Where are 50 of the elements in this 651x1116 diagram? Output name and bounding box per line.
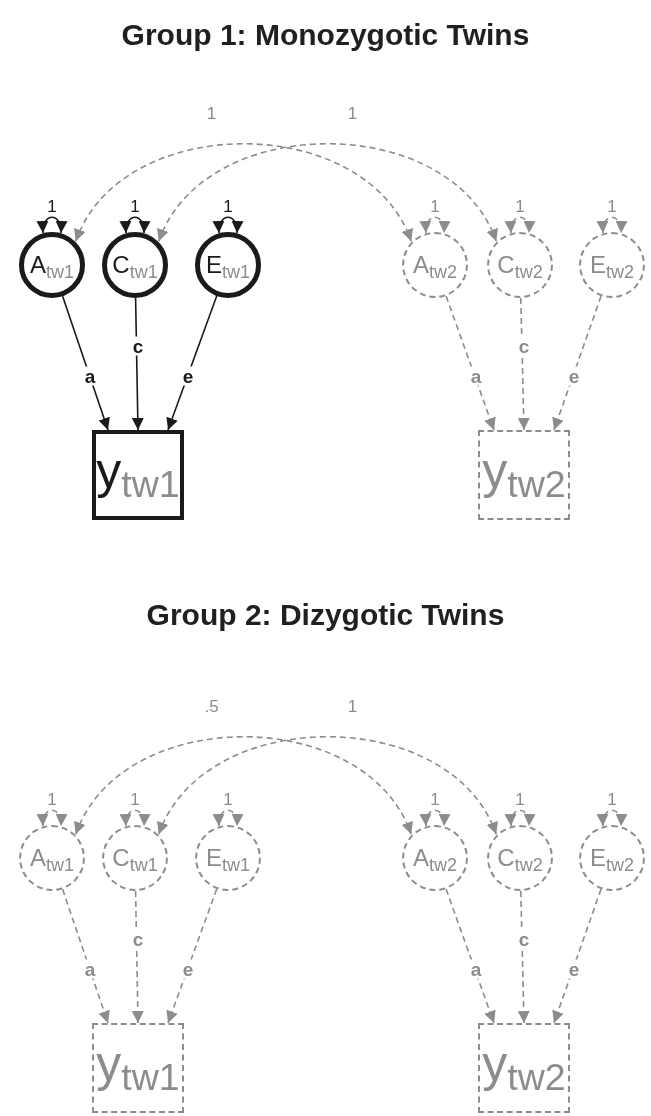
path-arrow <box>131 890 144 1024</box>
edge-label: 1 <box>221 790 235 808</box>
edge-label: c <box>516 929 532 949</box>
variance-loop-arrow <box>37 216 67 234</box>
variance-loop-arrow <box>505 216 535 234</box>
edge-label: a <box>468 366 484 386</box>
edge-label: a <box>468 959 484 979</box>
observed-variable-box: y$_{tw2}$ <box>478 1023 570 1113</box>
edge-label: c <box>130 336 146 356</box>
edge-label: 1 <box>428 790 442 808</box>
edge-label: c <box>516 336 532 356</box>
edge-label: 1 <box>605 790 619 808</box>
edge-label: 1 <box>221 197 235 215</box>
edge-label: a <box>82 366 98 386</box>
edge-label: c <box>130 929 146 949</box>
edge-label: e <box>566 959 582 979</box>
variance-loop-arrow <box>420 809 450 827</box>
variance-loop-arrow <box>420 216 450 234</box>
edge-label: 1 <box>45 790 59 808</box>
variance-loop-arrow <box>597 809 627 827</box>
edge-label: 1 <box>513 197 527 215</box>
group-heading: Group 1: Monozygotic Twins <box>120 20 531 50</box>
variance-loop-arrow <box>597 216 627 234</box>
variance-loop-arrow <box>505 809 535 827</box>
variance-loop-arrow <box>37 809 67 827</box>
path-arrow <box>517 890 530 1024</box>
edge-label: 1 <box>128 197 142 215</box>
covariance-arrow <box>74 142 413 243</box>
observed-variable-box: y$_{tw1}$ <box>92 430 184 520</box>
edge-label: 1 <box>513 790 527 808</box>
path-arrow <box>131 297 144 431</box>
covariance-arrow <box>157 142 498 243</box>
edge-label: 1 <box>128 790 142 808</box>
edge-label: e <box>180 366 196 386</box>
edge-label: 1 <box>45 197 59 215</box>
observed-variable-box: y$_{tw1}$ <box>92 1023 184 1113</box>
variance-loop-arrow <box>213 809 243 827</box>
variance-loop-arrow <box>120 216 150 234</box>
variance-loop-arrow <box>120 809 150 827</box>
group-heading: Group 2: Dizygotic Twins <box>145 600 506 630</box>
edge-label: e <box>566 366 582 386</box>
edge-label: 1 <box>605 197 619 215</box>
edge-label: 1 <box>428 197 442 215</box>
edge-label: e <box>180 959 196 979</box>
path-arrow <box>517 297 530 431</box>
covariance-arrow <box>157 735 498 836</box>
edge-label: a <box>82 959 98 979</box>
variance-loop-arrow <box>213 216 243 234</box>
observed-variable-box: y$_{tw2}$ <box>478 430 570 520</box>
covariance-arrow <box>74 735 413 836</box>
